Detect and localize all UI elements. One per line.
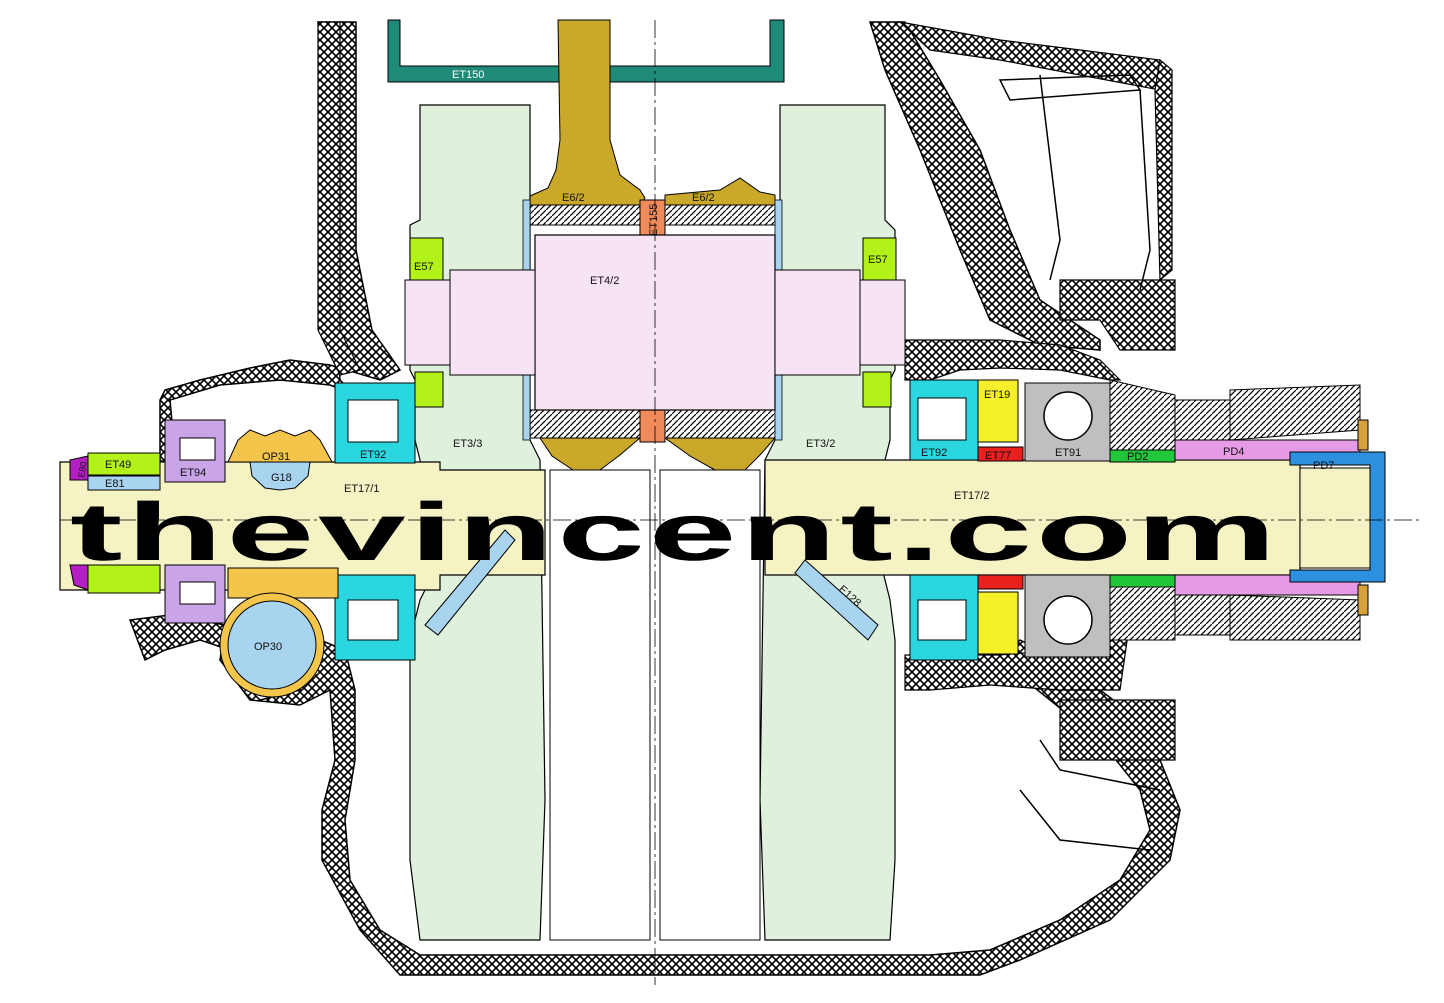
part-pd7 bbox=[1289, 451, 1386, 583]
label-et3-2: ET3/2 bbox=[806, 438, 835, 450]
part-op30 bbox=[227, 600, 317, 690]
part-e57-left bbox=[409, 237, 444, 281]
label-et19: ET19 bbox=[984, 389, 1010, 401]
label-e57-right: E57 bbox=[868, 254, 888, 266]
label-e57-left: E57 bbox=[414, 261, 434, 273]
crank-gap-left bbox=[549, 469, 651, 941]
label-et4-2: ET4/2 bbox=[590, 275, 619, 287]
part-et49-lower bbox=[87, 564, 161, 594]
oil-passage-left bbox=[424, 529, 516, 636]
label-pd7: PD7 bbox=[1313, 460, 1334, 472]
label-et49: ET49 bbox=[105, 459, 131, 471]
part-e80-lower bbox=[69, 564, 89, 591]
label-e6-2-right: E6/2 bbox=[692, 192, 715, 204]
part-et77 bbox=[977, 446, 1024, 462]
bearing-et94-bottom bbox=[179, 581, 216, 605]
bearing-roller-right-top bbox=[917, 397, 967, 441]
ball-et91-top bbox=[1043, 391, 1093, 441]
label-et150: ET150 bbox=[452, 69, 484, 81]
crankpin-nut-left bbox=[404, 279, 451, 366]
part-e81 bbox=[87, 475, 161, 491]
label-et17-1: ET17/1 bbox=[344, 483, 379, 495]
part-e57-left-lower bbox=[414, 371, 444, 408]
part-et155-top bbox=[639, 199, 666, 239]
connecting-rod bbox=[529, 19, 777, 479]
part-g18 bbox=[249, 461, 311, 491]
watermark-text: thevincent.com bbox=[70, 487, 1280, 578]
label-e80: E80 bbox=[76, 461, 89, 479]
crankcase-casting bbox=[128, 21, 1361, 976]
bearing-roller-left-top bbox=[347, 399, 399, 443]
nut-tab-bottom bbox=[1357, 584, 1369, 616]
label-et77: ET77 bbox=[985, 450, 1011, 462]
bearing-et94-top bbox=[179, 437, 216, 461]
op31-lower bbox=[227, 567, 339, 599]
label-e6-2-left: E6/2 bbox=[562, 192, 585, 204]
label-et3-3: ET3/3 bbox=[453, 438, 482, 450]
label-et155: ET155 bbox=[648, 204, 660, 236]
label-op30: OP30 bbox=[254, 641, 282, 653]
label-pd2: PD2 bbox=[1127, 451, 1148, 463]
label-pd4: PD4 bbox=[1223, 446, 1244, 458]
part-op31 bbox=[227, 429, 333, 463]
crank-gap-right bbox=[659, 469, 761, 941]
shaft-end-nut bbox=[1299, 467, 1371, 569]
part-e128 bbox=[794, 559, 879, 641]
crankpin-stub-left bbox=[449, 269, 536, 376]
ball-et91-bottom bbox=[1043, 595, 1093, 645]
label-et94: ET94 bbox=[180, 467, 206, 479]
bearing-roller-left-bottom bbox=[347, 599, 399, 641]
part-e57-right-lower bbox=[862, 371, 892, 408]
nut-tab-top bbox=[1357, 419, 1369, 451]
label-op31: OP31 bbox=[262, 451, 290, 463]
label-et92-left: ET92 bbox=[360, 449, 386, 461]
label-g18: G18 bbox=[271, 472, 292, 484]
part-e80 bbox=[69, 455, 89, 481]
bearing-roller-right-bottom bbox=[917, 599, 967, 641]
crankpin-nut-right bbox=[859, 279, 906, 366]
part-et155-bottom bbox=[639, 409, 666, 443]
label-et91: ET91 bbox=[1055, 447, 1081, 459]
part-et19-lower bbox=[977, 591, 1019, 655]
label-e81: E81 bbox=[105, 478, 125, 490]
label-et92-right: ET92 bbox=[921, 447, 947, 459]
part-et77-lower bbox=[977, 574, 1024, 590]
part-et19 bbox=[977, 379, 1019, 443]
part-e57-right bbox=[862, 237, 897, 281]
crankpin-stub-right bbox=[774, 269, 861, 376]
label-et17-2: ET17/2 bbox=[954, 490, 989, 502]
